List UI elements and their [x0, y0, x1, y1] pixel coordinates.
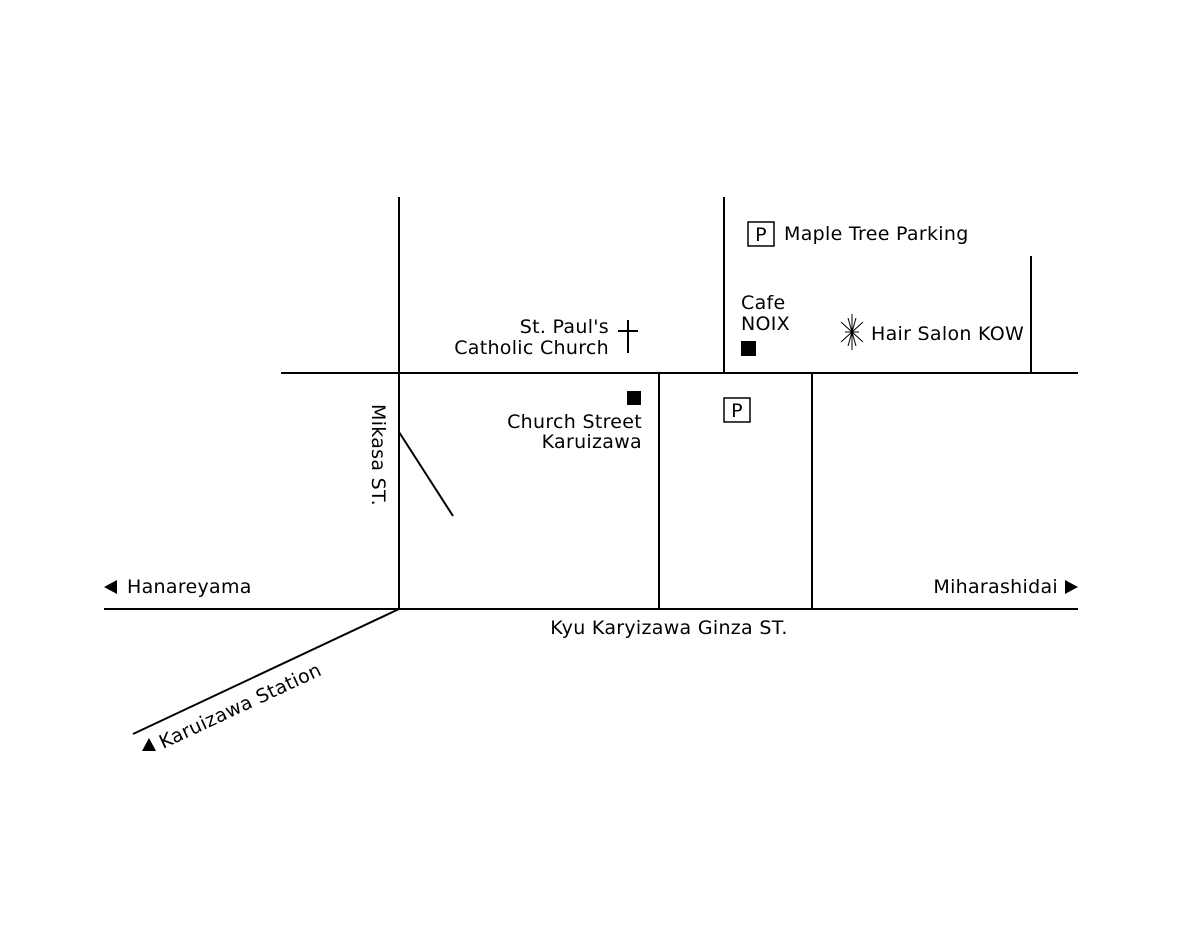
maple-tree-parking: P Maple Tree Parking	[747, 221, 969, 247]
parking-symbol: P	[755, 224, 767, 246]
miharashidai-label: Miharashidai	[933, 576, 1058, 598]
roads	[104, 197, 1078, 735]
arrow-right-icon	[1065, 580, 1078, 594]
parking-icon	[723, 397, 751, 423]
square-marker-icon	[627, 391, 641, 405]
station-road	[132, 608, 400, 735]
hanareyama-direction: Hanareyama	[104, 576, 252, 598]
parking-lot: P	[723, 397, 751, 423]
cafe-label-line2: NOIX	[741, 313, 790, 335]
arrow-up-icon	[142, 738, 156, 751]
church-label-line2: Catholic Church	[454, 337, 609, 359]
church-street-label-line1: Church Street	[507, 411, 642, 433]
parking-icon	[747, 221, 775, 247]
cross-icon	[618, 320, 638, 353]
st-pauls-church: St. Paul's Catholic Church	[454, 316, 638, 359]
hanareyama-label: Hanareyama	[127, 576, 252, 598]
mikasa-street-label: Mikasa ST.	[367, 404, 389, 506]
church-street-karuizawa: Church Street Karuizawa	[507, 391, 642, 453]
arrow-left-icon	[104, 580, 117, 594]
hair-salon-kow: Hair Salon KOW	[840, 314, 1024, 350]
cafe-noix: Cafe NOIX	[741, 292, 790, 356]
square-marker-icon	[741, 341, 756, 356]
karuizawa-station-direction: Karuizawa Station	[142, 659, 325, 754]
diagonal-side-road	[398, 431, 454, 517]
church-label-line1: St. Paul's	[520, 316, 609, 338]
maple-tree-parking-label: Maple Tree Parking	[784, 223, 969, 245]
cafe-label-line1: Cafe	[741, 292, 786, 314]
parking-symbol: P	[731, 400, 743, 422]
church-street-label-line2: Karuizawa	[542, 431, 642, 453]
miharashidai-direction: Miharashidai	[933, 576, 1078, 598]
star-burst-icon	[840, 314, 864, 350]
karuizawa-station-label: Karuizawa Station	[156, 659, 325, 753]
ginza-street-label: Kyu Karyizawa Ginza ST.	[550, 617, 787, 639]
hair-salon-label: Hair Salon KOW	[871, 323, 1024, 345]
